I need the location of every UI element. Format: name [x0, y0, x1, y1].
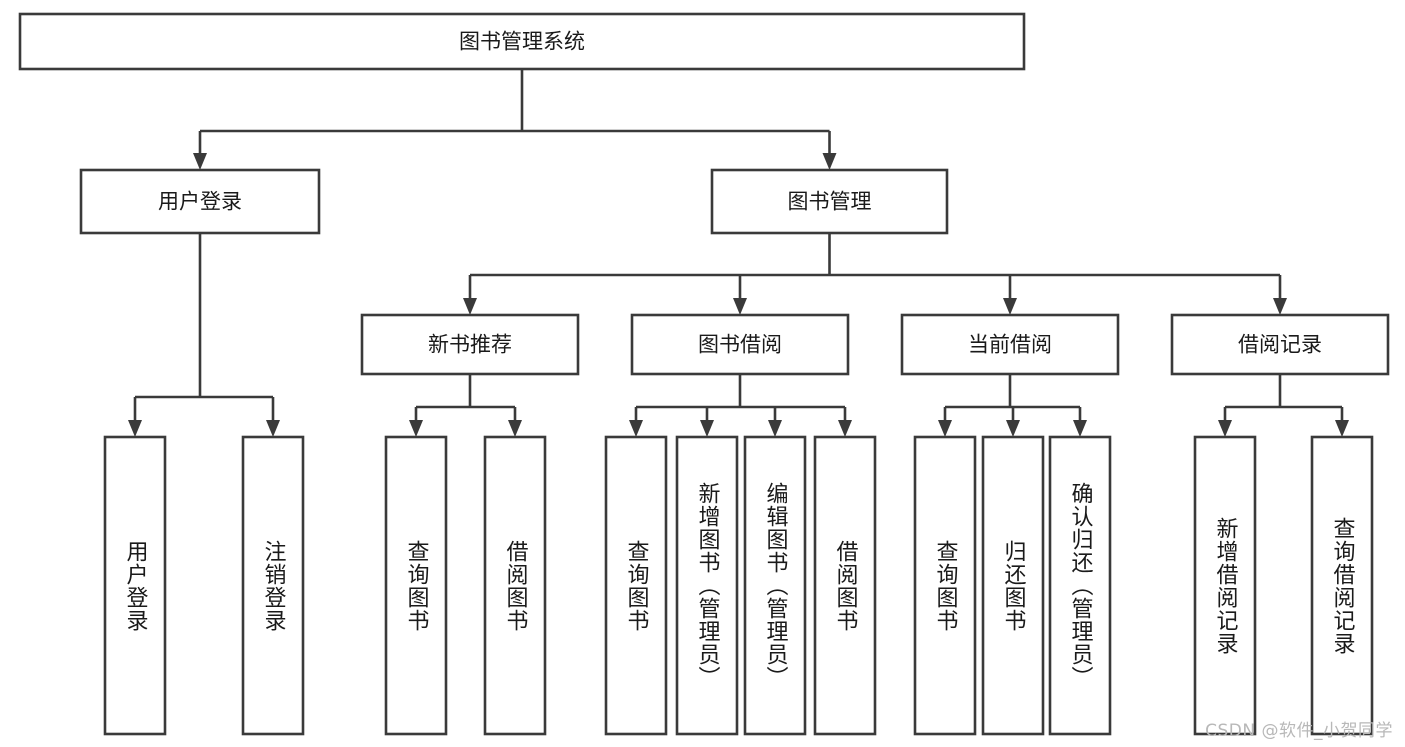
node-box-user-login[interactable] — [79, 168, 321, 235]
arrow-head — [409, 420, 423, 437]
arrow-head — [1006, 420, 1020, 437]
node-label-book-borrow: 图书借阅 — [698, 333, 782, 357]
arrow-head — [629, 420, 643, 437]
node-box-leaf-query-book-recommend[interactable] — [384, 435, 448, 736]
node-label-user-login: 用户登录 — [158, 190, 242, 214]
node-box-leaf-logout[interactable] — [241, 435, 305, 736]
node-label-root: 图书管理系统 — [459, 30, 585, 54]
arrow-head — [1073, 420, 1087, 437]
arrow-head — [1003, 298, 1017, 315]
arrow-head — [1273, 298, 1287, 315]
arrow-head — [938, 420, 952, 437]
node-box-leaf-add-borrow-record[interactable] — [1193, 435, 1257, 736]
arrow-head — [463, 298, 477, 315]
node-box-leaf-borrow-book-recommend[interactable] — [483, 435, 547, 736]
arrow-head — [1335, 420, 1349, 437]
node-box-current-borrow[interactable] — [900, 313, 1120, 376]
node-box-leaf-edit-book-admin[interactable] — [743, 435, 807, 736]
node-label-new-book-recommend: 新书推荐 — [428, 333, 512, 357]
arrow-head — [733, 298, 747, 315]
node-label-current-borrow: 当前借阅 — [968, 333, 1052, 357]
node-box-leaf-return-book[interactable] — [981, 435, 1045, 736]
node-box-leaf-query-book-borrow[interactable] — [604, 435, 668, 736]
node-box-leaf-add-book-admin[interactable] — [675, 435, 739, 736]
arrow-head — [193, 153, 207, 170]
node-label-borrow-records: 借阅记录 — [1238, 333, 1322, 357]
node-box-leaf-confirm-return-admin[interactable] — [1048, 435, 1112, 736]
node-box-layer — [18, 12, 1390, 736]
arrow-head — [700, 420, 714, 437]
csdn-watermark: CSDN @软件_小贺同学 — [1205, 721, 1393, 741]
node-box-root[interactable] — [18, 12, 1026, 71]
node-box-leaf-borrow-book[interactable] — [813, 435, 877, 736]
node-box-borrow-records[interactable] — [1170, 313, 1390, 376]
arrow-head — [838, 420, 852, 437]
arrow-head — [508, 420, 522, 437]
node-box-new-book-recommend[interactable] — [360, 313, 580, 376]
arrow-head — [822, 153, 837, 170]
node-box-leaf-query-book-current[interactable] — [913, 435, 977, 736]
arrow-head — [768, 420, 782, 437]
arrow-head — [266, 420, 280, 437]
node-box-book-borrow[interactable] — [630, 313, 850, 376]
node-box-leaf-query-borrow-record[interactable] — [1310, 435, 1374, 736]
node-label-book-management: 图书管理 — [788, 190, 872, 214]
arrow-head — [1218, 420, 1232, 437]
node-box-leaf-user-login[interactable] — [103, 435, 167, 736]
connector-layer — [128, 69, 1349, 437]
arrow-head — [128, 420, 142, 437]
node-box-book-management[interactable] — [710, 168, 949, 235]
